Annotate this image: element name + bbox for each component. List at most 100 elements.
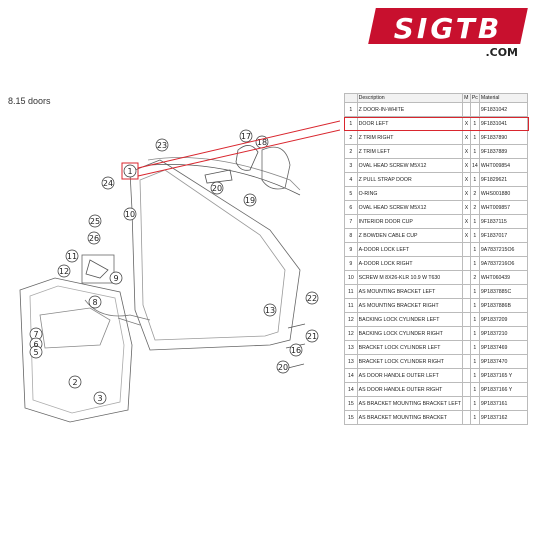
svg-text:1: 1 xyxy=(127,167,132,176)
cell-pos: 9 xyxy=(344,256,358,271)
brand-logo[interactable]: SIGTB .COM xyxy=(368,8,528,60)
svg-text:9: 9 xyxy=(113,274,118,283)
cell-pc xyxy=(469,102,480,117)
cell-m xyxy=(462,270,471,285)
cell-m: X xyxy=(462,186,471,201)
logo-domain: .COM xyxy=(485,46,518,59)
cell-m: X xyxy=(462,214,471,229)
cell-description: SCREW M 8X26-KLR 10.9 W T630 xyxy=(356,270,464,285)
cell-description: AS DOOR HANDLE OUTER LEFT xyxy=(356,368,464,383)
cell-pos: 6 xyxy=(344,200,358,215)
cell-m xyxy=(462,312,471,327)
cell-m: X xyxy=(462,228,471,243)
cell-description: Z BOWDEN CABLE CUP xyxy=(356,228,464,243)
cell-material: 9F1829621 xyxy=(478,172,529,187)
svg-text:18: 18 xyxy=(257,138,267,147)
cell-pc: 1 xyxy=(469,368,480,383)
svg-text:8: 8 xyxy=(92,298,97,307)
cell-material: 9F1831042 xyxy=(478,102,529,117)
cell-pos: 2 xyxy=(344,144,358,159)
cell-material: 9P1837166 Y xyxy=(478,382,529,397)
cell-pc: 1 xyxy=(469,396,480,411)
cell-m xyxy=(462,256,471,271)
cell-pc: 14 xyxy=(469,158,480,173)
cell-pos: 14 xyxy=(344,382,358,397)
cell-description: A-DOOR LOCK LEFT xyxy=(356,242,464,257)
svg-text:23: 23 xyxy=(157,141,167,150)
cell-pos: 13 xyxy=(344,340,358,355)
cell-pc: 1 xyxy=(469,144,480,159)
cell-m xyxy=(462,382,471,397)
svg-text:10: 10 xyxy=(125,210,135,219)
svg-text:5: 5 xyxy=(33,348,38,357)
cell-description: OVAL HEAD SCREW M5X12 xyxy=(356,158,464,173)
cell-m xyxy=(462,410,471,425)
cell-pc: 1 xyxy=(469,312,480,327)
col-material: Material xyxy=(478,93,529,103)
selected-row-highlight xyxy=(344,117,529,131)
cell-pc: 1 xyxy=(469,130,480,145)
svg-text:26: 26 xyxy=(89,234,99,243)
svg-text:7: 7 xyxy=(33,330,38,339)
cell-pc: 1 xyxy=(469,284,480,299)
cell-m: X xyxy=(462,130,471,145)
cell-pos: 5 xyxy=(344,186,358,201)
cell-description: AS MOUNTING BRACKET LEFT xyxy=(356,284,464,299)
cell-pc: 1 xyxy=(469,382,480,397)
cell-material: WHT009854 xyxy=(478,158,529,173)
svg-text:20: 20 xyxy=(278,363,288,372)
col-pc: Pc xyxy=(469,93,480,103)
logo-text: SIGTB xyxy=(393,12,503,45)
cell-pc: 1 xyxy=(469,340,480,355)
cell-description: OVAL HEAD SCREW M5X12 xyxy=(356,200,464,215)
cell-material: 9F1837017 xyxy=(478,228,529,243)
cell-pc: 1 xyxy=(469,214,480,229)
svg-text:12: 12 xyxy=(59,267,69,276)
cell-pos: 11 xyxy=(344,284,358,299)
svg-text:19: 19 xyxy=(245,196,255,205)
cell-pos: 9 xyxy=(344,242,358,257)
svg-text:22: 22 xyxy=(307,294,317,303)
cell-description: BACKING LOCK CYLINDER LEFT xyxy=(356,312,464,327)
cell-pc: 1 xyxy=(469,354,480,369)
table-header-row: Description M Pc Material xyxy=(344,93,529,103)
cell-m xyxy=(462,242,471,257)
cell-material: 9F1837115 xyxy=(478,214,529,229)
cell-material: 9P1837165 Y xyxy=(478,368,529,383)
cell-pos: 3 xyxy=(344,158,358,173)
cell-material: 9A7837216O6 xyxy=(478,256,529,271)
cell-m: X xyxy=(462,144,471,159)
cell-m xyxy=(462,354,471,369)
cell-material: WHT009857 xyxy=(478,200,529,215)
cell-description: AS DOOR HANDLE OUTER RIGHT xyxy=(356,382,464,397)
cell-m xyxy=(462,368,471,383)
cell-material: 9P1837161 xyxy=(478,396,529,411)
cell-pos: 2 xyxy=(344,130,358,145)
cell-pc: 2 xyxy=(469,270,480,285)
cell-material: 9A7837215O6 xyxy=(478,242,529,257)
